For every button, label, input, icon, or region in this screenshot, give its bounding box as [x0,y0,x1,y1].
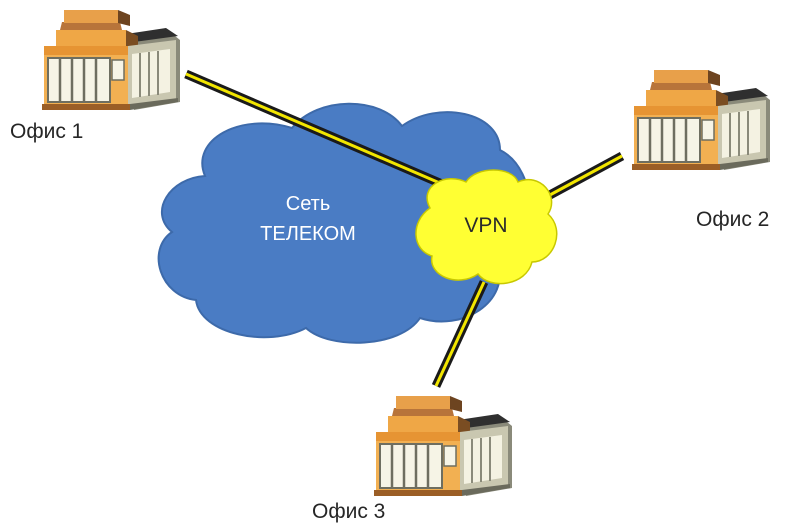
office-2-label: Офис 2 [696,208,769,231]
cloud-label-line1: Сеть [286,193,330,215]
link-office-3 [431,280,489,388]
office-3-label: Офис 3 [312,500,385,523]
telecom-cloud [157,102,531,344]
vpn-links [184,69,625,388]
office-2-building-icon [630,68,772,172]
vpn-cloud [415,169,558,285]
office-1-building-icon [40,8,182,112]
office-3: Офис 3 [312,394,514,523]
link-office-1 [184,69,472,201]
cloud-label-line2: ТЕЛЕКОМ [260,223,356,245]
office-1: Офис 1 [10,8,182,143]
vpn-label: VPN [464,214,507,237]
link-office-2 [545,152,625,200]
office-2: Офис 2 [630,68,772,231]
office-1-label: Офис 1 [10,120,83,143]
office-3-building-icon [372,394,514,498]
